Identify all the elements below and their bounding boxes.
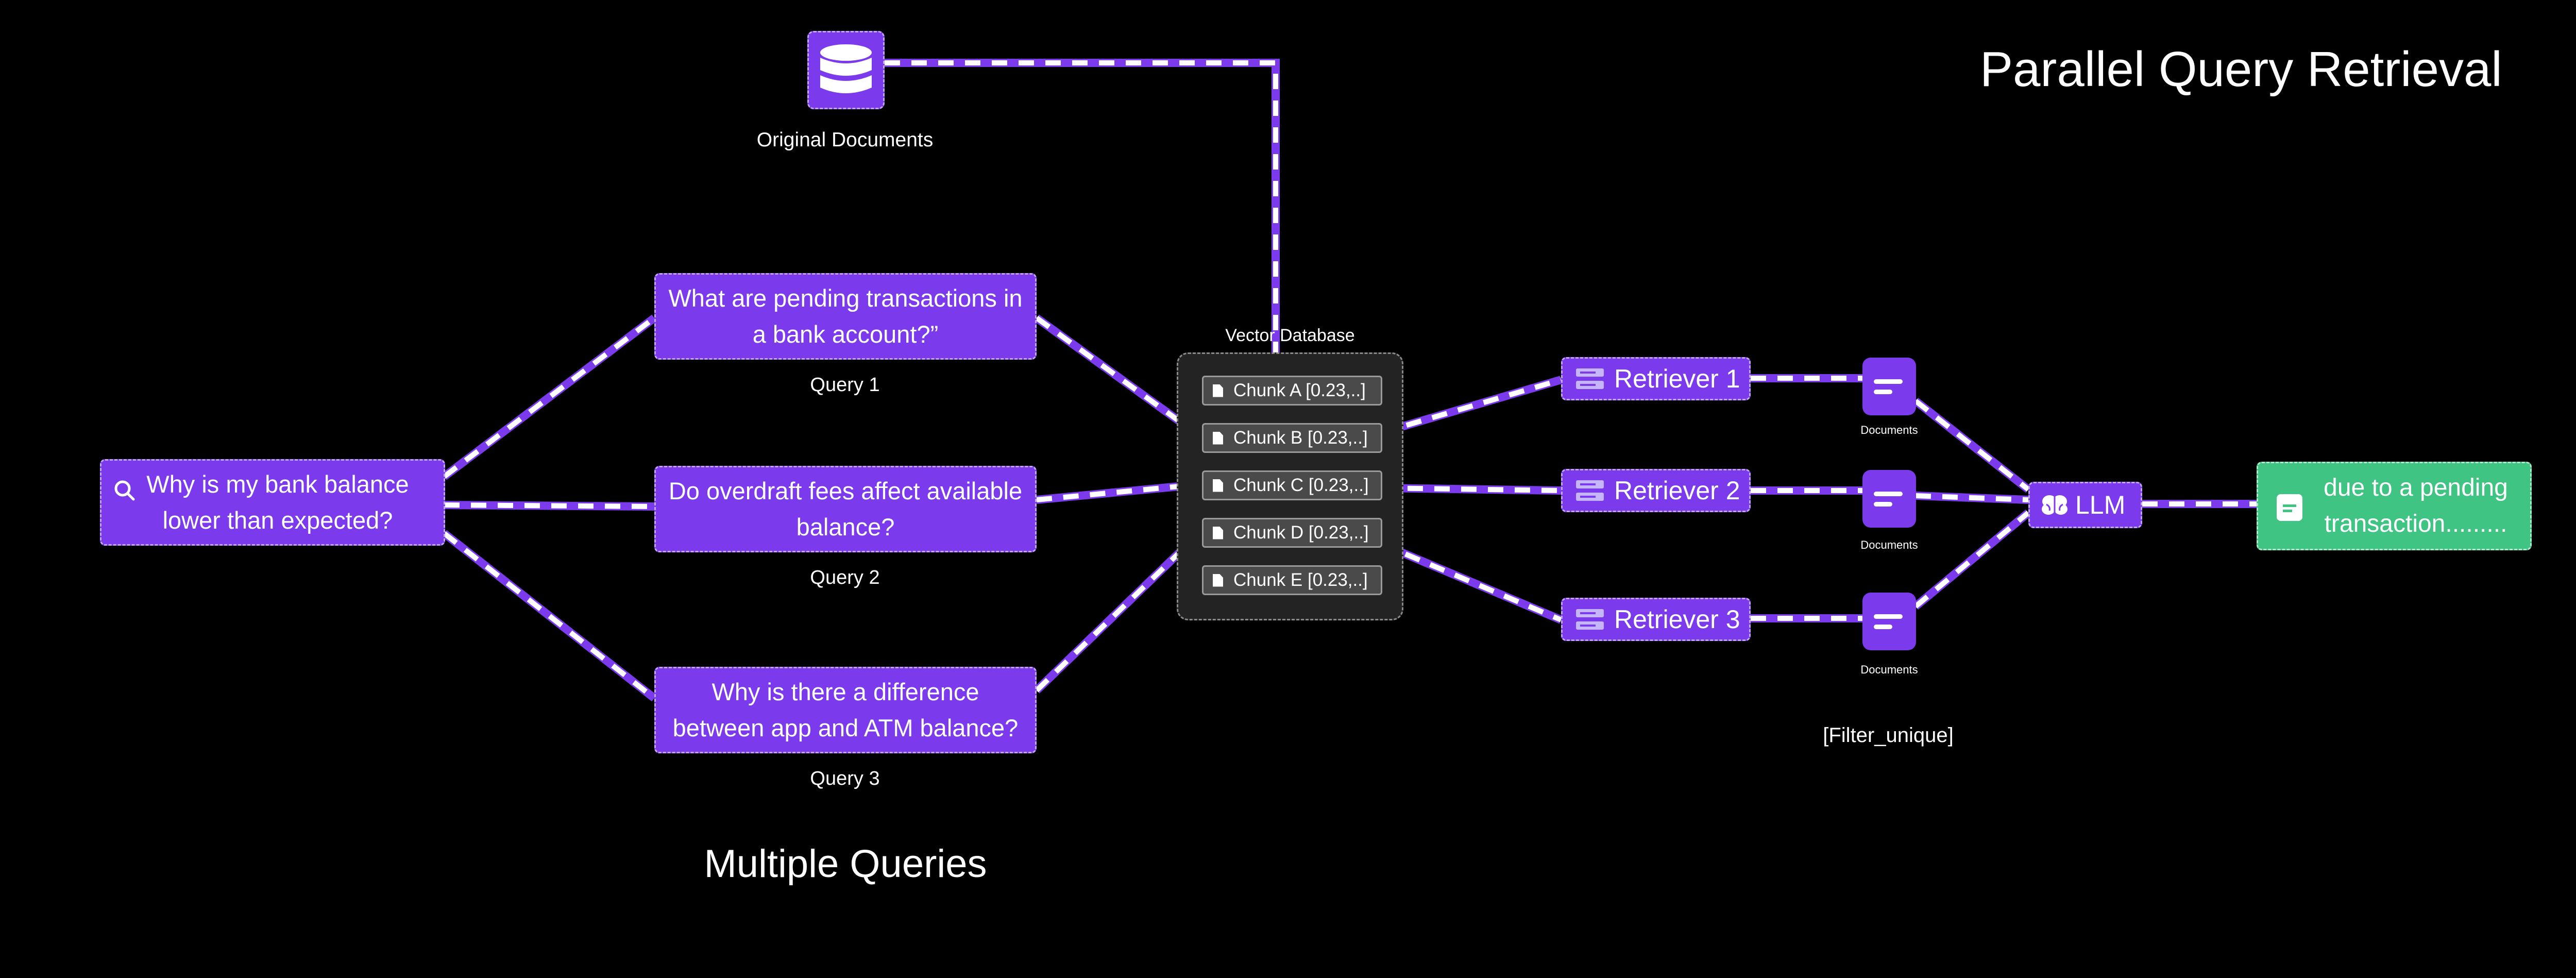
query-2-node[interactable]: Do overdraft fees affect available balan… [654, 466, 1037, 552]
edge-docs3-to-llm [1912, 509, 2031, 610]
original-documents-label: Original Documents [756, 129, 934, 151]
edge-db-to-vdb [885, 59, 1280, 356]
query-2-label: Query 2 [810, 567, 880, 588]
documents-2-label: Documents [1860, 538, 1918, 551]
document-icon [1213, 479, 1223, 492]
chunk-d-label: Chunk D [0.23,..] [1233, 522, 1369, 543]
chunk-e-label: Chunk E [0.23,..] [1233, 570, 1368, 590]
retriever-icon [1576, 480, 1604, 501]
chunk-d[interactable]: Chunk D [0.23,..] [1202, 518, 1382, 548]
query-1-text: What are pending transactions in a bank … [668, 284, 1023, 348]
document-icon [1213, 431, 1223, 445]
retriever-3-label: Retriever 3 [1614, 605, 1740, 634]
diagram-title: Parallel Query Retrieval [1980, 42, 2502, 97]
documents-3-node[interactable] [1862, 593, 1916, 650]
chunk-b[interactable]: Chunk B [0.23,..] [1202, 423, 1382, 453]
search-icon [113, 475, 135, 501]
chunk-a[interactable]: Chunk A [0.23,..] [1202, 376, 1382, 406]
chunk-e[interactable]: Chunk E [0.23,..] [1202, 565, 1382, 595]
user-query-text: Why is my bank balance lower than expect… [146, 470, 409, 534]
query-1-label: Query 1 [810, 374, 880, 396]
query-3-text: Why is there a difference between app an… [672, 678, 1019, 741]
user-query-node[interactable]: Why is my bank balance lower than expect… [100, 459, 445, 546]
chunk-c-label: Chunk C [0.23,..] [1233, 475, 1369, 495]
vector-database: Chunk A [0.23,..] Chunk B [0.23,..] Chun… [1177, 352, 1403, 620]
query-3-label: Query 3 [810, 768, 880, 789]
retriever-icon [1576, 368, 1604, 389]
document-icon [1213, 526, 1223, 539]
documents-1-node[interactable] [1862, 358, 1916, 415]
chunk-c[interactable]: Chunk C [0.23,..] [1202, 470, 1382, 500]
document-icon [1213, 384, 1223, 397]
retriever-3-node[interactable]: Retriever 3 [1561, 598, 1751, 641]
retriever-icon [1576, 609, 1604, 630]
query-2-text: Do overdraft fees affect available balan… [668, 477, 1023, 541]
filter-unique-label: [Filter_unique] [1823, 724, 1954, 747]
retriever-1-node[interactable]: Retriever 1 [1561, 357, 1751, 400]
brain-icon [2040, 492, 2069, 518]
query-1-node[interactable]: What are pending transactions in a bank … [654, 273, 1037, 360]
documents-1-label: Documents [1860, 424, 1918, 436]
query-3-node[interactable]: Why is there a difference between app an… [654, 667, 1037, 753]
vector-database-label: Vector Database [1225, 326, 1355, 345]
retriever-2-node[interactable]: Retriever 2 [1561, 469, 1751, 512]
documents-2-node[interactable] [1862, 470, 1916, 528]
multiple-queries-heading: Multiple Queries [704, 842, 987, 886]
chunk-b-label: Chunk B [0.23,..] [1233, 428, 1368, 448]
chunk-a-label: Chunk A [0.23,..] [1233, 380, 1366, 400]
answer-icon [2277, 494, 2302, 521]
answer-node[interactable]: due to a pending transaction......... [2257, 462, 2532, 550]
llm-node[interactable]: LLM [2028, 482, 2142, 528]
llm-label: LLM [2075, 491, 2126, 519]
database-icon[interactable] [807, 31, 885, 109]
retriever-2-label: Retriever 2 [1614, 476, 1740, 505]
answer-text: due to a pending transaction......... [2324, 474, 2508, 537]
documents-3-label: Documents [1860, 663, 1918, 676]
retriever-1-label: Retriever 1 [1614, 364, 1740, 393]
document-icon [1213, 574, 1223, 587]
